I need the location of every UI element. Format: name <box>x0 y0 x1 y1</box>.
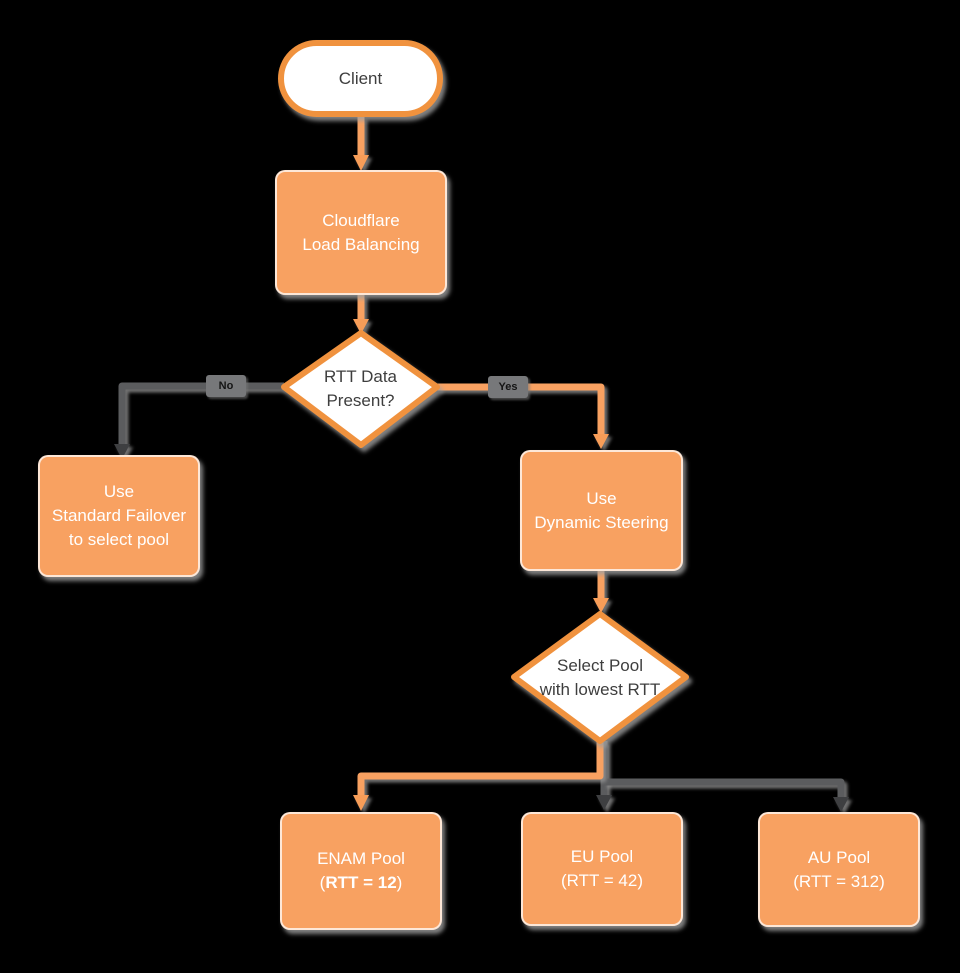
node-cloudflare-load-balancing-label: Cloudflare Load Balancing <box>302 210 420 254</box>
node-client: Client <box>278 40 443 117</box>
node-cloudflare-load-balancing: Cloudflare Load Balancing <box>275 170 447 295</box>
arrowhead-down-icon <box>114 444 130 459</box>
node-eu-pool: EU Pool (RTT = 42) <box>521 812 683 926</box>
edge-selectpool-to-eupool <box>596 741 612 810</box>
edge-client-to-loadbalancing <box>353 117 369 171</box>
edge-label-no: No <box>206 375 246 397</box>
node-enam-pool-label: ENAM Pool (RTT = 12) <box>317 849 405 892</box>
edge-label-yes: Yes <box>488 376 528 398</box>
arrowhead-down-icon <box>833 797 849 812</box>
decision-select-pool <box>511 611 689 744</box>
node-standard-failover: Use Standard Failover to select pool <box>38 455 200 577</box>
edge-no-to-standardfailover <box>114 382 284 459</box>
node-standard-failover-label: Use Standard Failover to select pool <box>51 482 187 549</box>
edge-selectpool-to-aupool <box>604 778 849 812</box>
arrowhead-down-icon <box>593 434 609 449</box>
node-eu-pool-label: EU Pool (RTT = 42) <box>560 847 644 890</box>
edge-loadbalancing-to-rttdecision <box>353 295 369 334</box>
arrowhead-down-icon <box>593 598 609 613</box>
edge-selectpool-to-enampool <box>353 741 604 811</box>
decision-rtt-data-present <box>281 330 440 448</box>
enam-rtt-value: RTT = 12 <box>325 873 397 892</box>
arrowhead-down-icon <box>353 319 369 334</box>
node-rtt-data-present-label: RTT Data Present? <box>323 367 398 410</box>
node-enam-pool: ENAM Pool (RTT = 12) <box>280 812 442 930</box>
node-dynamic-steering-label: Use Dynamic Steering <box>534 488 669 532</box>
arrowhead-down-icon <box>353 795 369 811</box>
node-select-pool-label: Select Pool with lowest RTT <box>539 655 661 699</box>
arrowhead-down-icon <box>353 155 369 171</box>
edge-dynamicsteering-to-selectpool <box>593 571 609 613</box>
arrowhead-down-icon <box>596 795 612 810</box>
node-au-pool: AU Pool (RTT = 312) <box>758 812 920 927</box>
node-dynamic-steering: Use Dynamic Steering <box>520 450 683 571</box>
node-au-pool-label: AU Pool (RTT = 312) <box>793 847 885 891</box>
node-client-label: Client <box>338 68 383 88</box>
